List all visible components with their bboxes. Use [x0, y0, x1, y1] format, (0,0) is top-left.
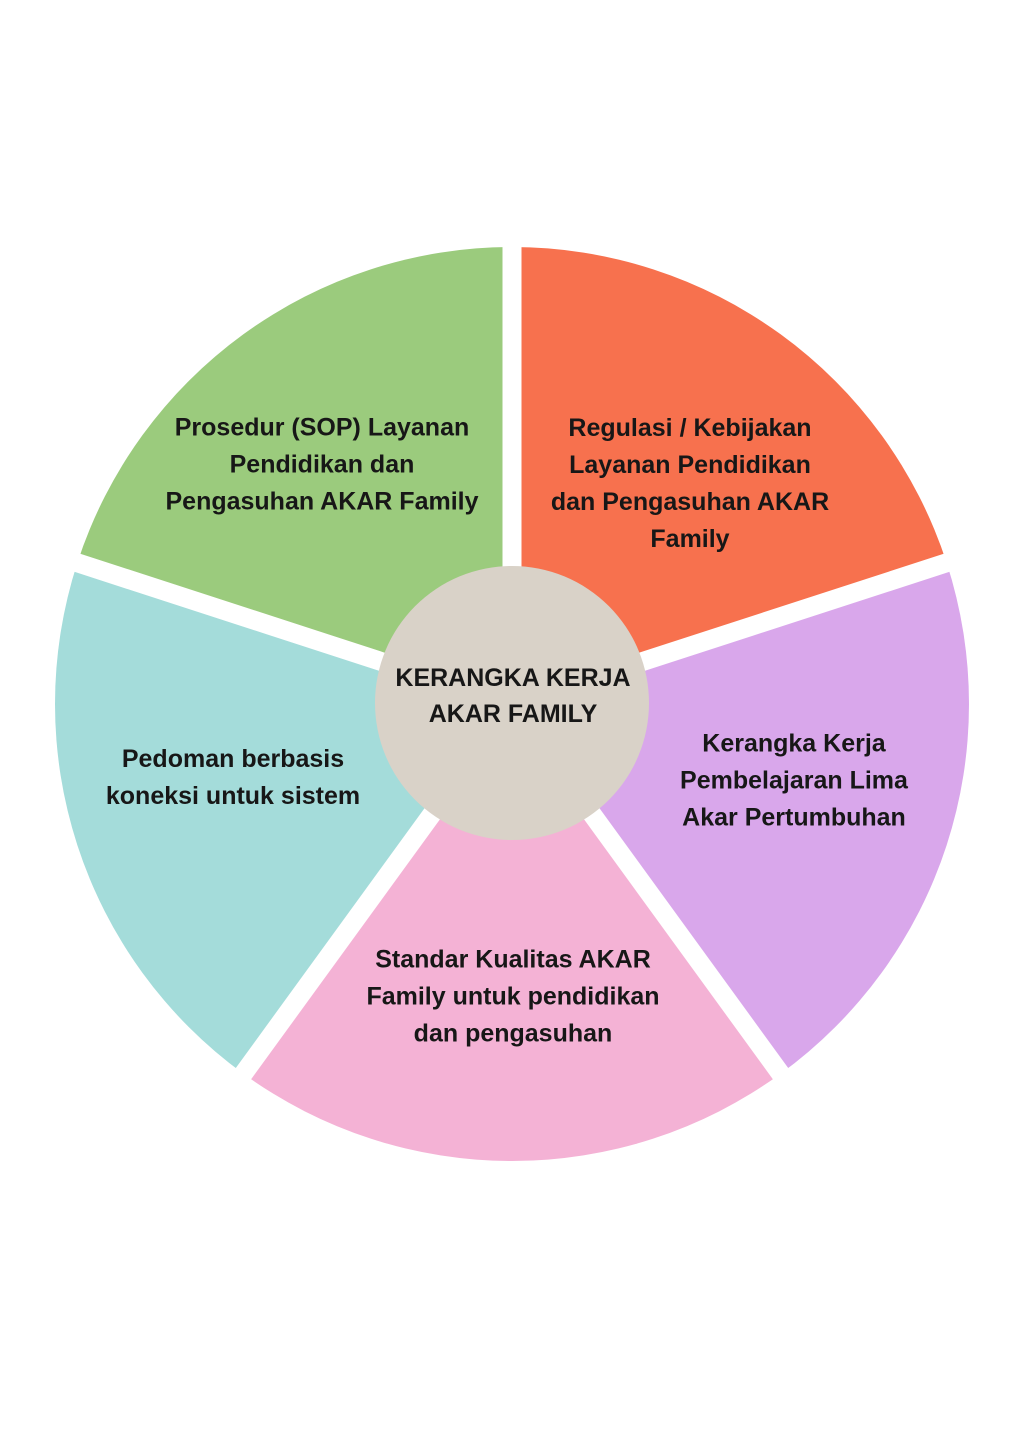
segment-label-standar: Standar Kualitas AKAR Family untuk pendi… — [366, 945, 660, 1048]
segment-label-prosedur: Prosedur (SOP) Layanan Pendidikan dan Pe… — [165, 413, 479, 516]
center-hub-circle — [375, 566, 649, 840]
segment-label-regulasi: Regulasi / Kebijakan Layanan Pendidikan … — [550, 414, 830, 553]
segment-label-pembelajaran: Kerangka Kerja Pembelajaran Lima Akar Pe… — [680, 729, 908, 832]
segment-label-pedoman: Pedoman berbasis koneksi untuk sistem — [105, 745, 361, 810]
segment-standar — [243, 704, 781, 1162]
center-hub-label: KERANGKA KERJA AKAR FAMILY — [395, 664, 631, 728]
